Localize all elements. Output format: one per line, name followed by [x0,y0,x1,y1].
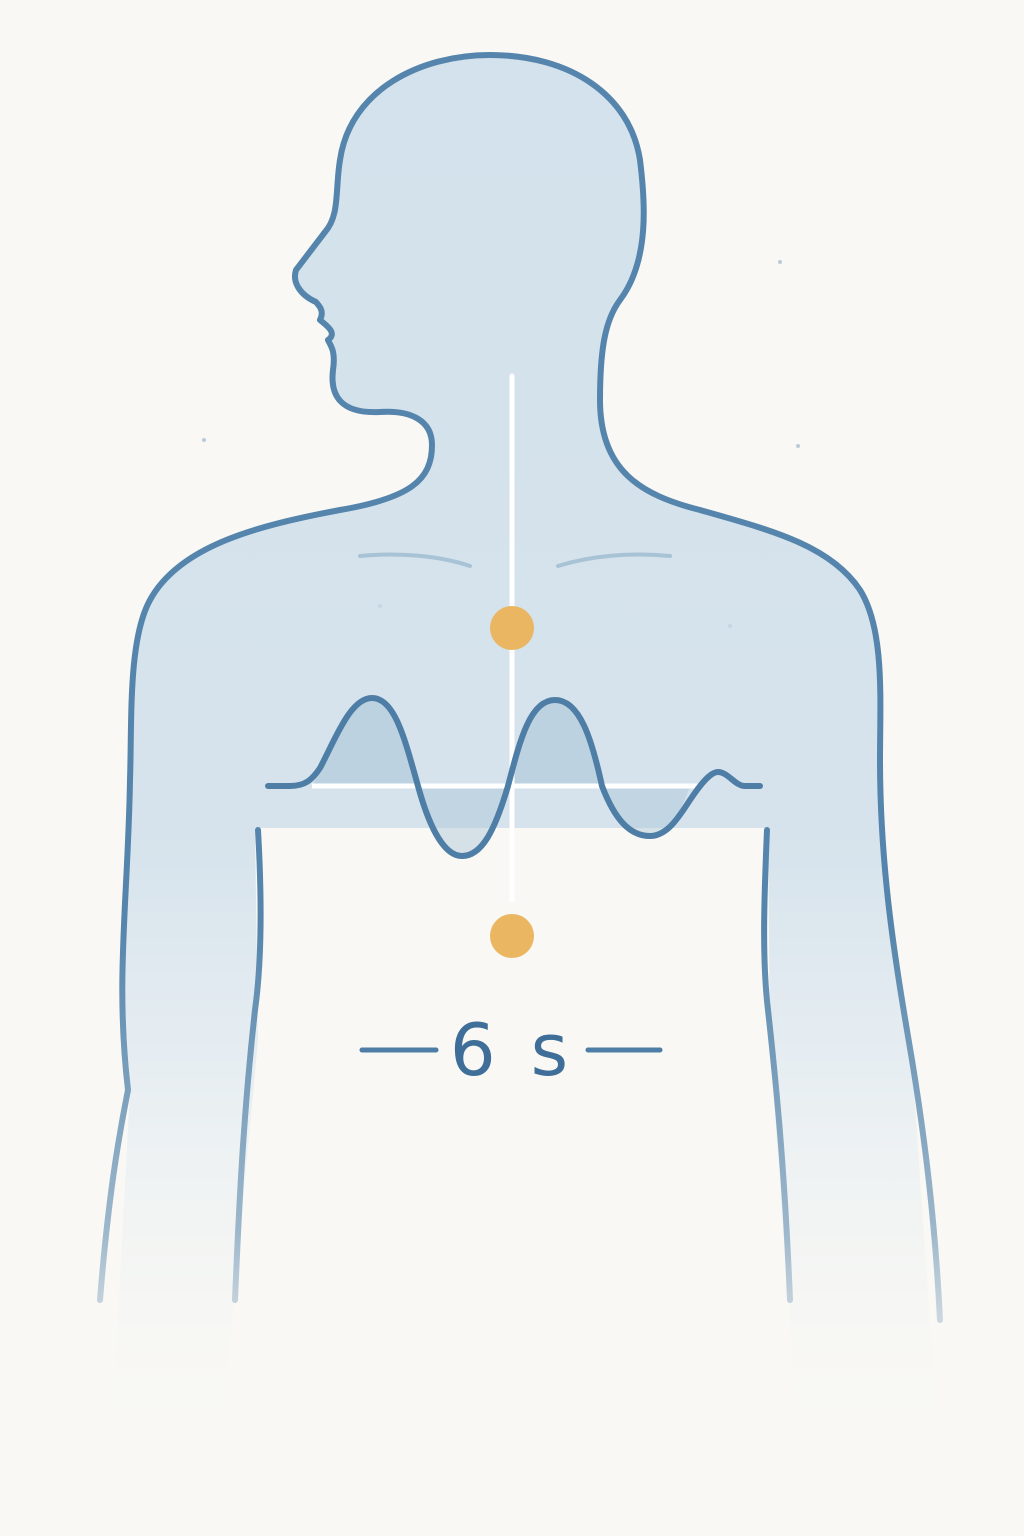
speck [378,604,382,608]
duration-label: 6 s [450,1008,574,1092]
left-inner-arm-line [232,827,264,1303]
speck [796,444,800,448]
right-inner-arm-line [761,827,793,1303]
figure-outline [97,52,943,1323]
speck [202,438,206,442]
upper-marker-dot-icon [490,606,534,650]
right-collarbone [556,552,672,568]
speck [778,260,782,264]
breathing-wave [265,695,763,859]
speck [728,624,732,628]
lower-marker-dot-icon [490,914,534,958]
left-collarbone [358,552,472,568]
